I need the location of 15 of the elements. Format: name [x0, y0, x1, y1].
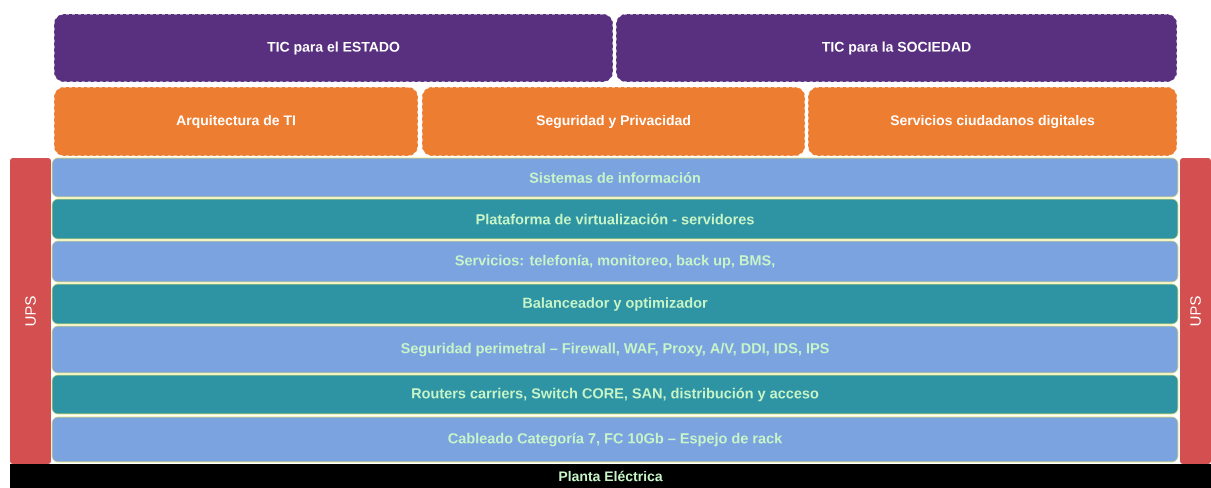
- domain-box: Arquitectura de TI: [53, 86, 419, 157]
- layer-band: Balanceador y optimizador: [51, 283, 1179, 325]
- layer-band: Cableado Categoría 7, FC 10Gb – Espejo de rack: [51, 416, 1179, 463]
- layer-band: Sistemas de información: [51, 157, 1179, 198]
- domain-box: TIC para la SOCIEDAD: [615, 13, 1178, 83]
- ups-bar: UPS: [10, 158, 51, 464]
- layer-band: Servicios: telefonía, monitoreo, back up, BMS,: [51, 240, 1179, 283]
- layer-band: Seguridad perimetral – Firewall, WAF, Proxy, A/V, DDI, IDS, IPS: [51, 325, 1179, 374]
- domain-box: Seguridad y Privacidad: [421, 86, 806, 157]
- ups-bar: UPS: [1180, 158, 1211, 464]
- layer-band: Routers carriers, Switch CORE, SAN, distribución y acceso: [51, 374, 1179, 415]
- power-base-bar: Planta Eléctrica: [10, 464, 1211, 488]
- domain-box: TIC para el ESTADO: [53, 13, 614, 83]
- domain-box: Servicios ciudadanos digitales: [807, 86, 1178, 157]
- layer-band: Plataforma de virtualización - servidores: [51, 198, 1179, 240]
